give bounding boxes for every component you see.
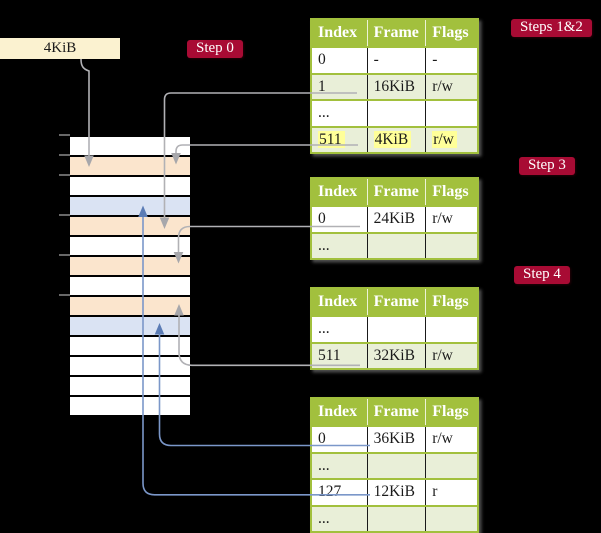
table-cell: 16KiB: [366, 72, 426, 100]
memory-frame-9-orange: [70, 297, 190, 317]
col-header-frame: Frame: [366, 178, 426, 206]
memory-frame-10-blue: [70, 317, 190, 337]
col-header-flags: Flags: [425, 288, 478, 316]
col-header-flags: Flags: [425, 19, 478, 47]
col-header-index: Index: [311, 19, 368, 47]
badge-step-3: Step 3: [519, 157, 575, 175]
table-row: ...: [311, 99, 478, 127]
memory-frame-11: [70, 337, 190, 357]
table-row: ...: [311, 315, 478, 343]
memory-frame-13: [70, 377, 190, 397]
table-cell: 511: [311, 341, 368, 369]
table-cell: -: [425, 46, 478, 74]
memory-frame-1: [70, 137, 190, 157]
memory-frame-8: [70, 277, 190, 297]
table-header-row: Index Frame Flags: [311, 398, 478, 426]
badge-step-4: Step 4: [514, 266, 570, 284]
table-cell: [366, 315, 426, 343]
table-cell: r/w: [425, 205, 478, 233]
table-cell: [366, 451, 426, 479]
col-header-frame: Frame: [366, 19, 426, 47]
table-cell: r/w: [425, 72, 478, 100]
col-header-flags: Flags: [425, 178, 478, 206]
table-cell: 0: [311, 425, 368, 453]
col-header-flags: Flags: [425, 398, 478, 426]
table-cell: [425, 451, 478, 479]
table-cell: 1: [311, 72, 368, 100]
table-row: 0--: [311, 46, 478, 74]
table-cell: [425, 231, 478, 259]
table-cell: [366, 99, 426, 127]
table-cell: -: [366, 46, 426, 74]
memory-frame-4-blue: [70, 197, 190, 217]
table-cell: r/w: [425, 341, 478, 369]
col-header-frame: Frame: [366, 398, 426, 426]
highlighted-value: 4KiB: [373, 130, 412, 148]
page-size-text: 4KiB: [43, 40, 77, 56]
memory-frame-5-orange: [70, 217, 190, 237]
table-cell: [425, 315, 478, 343]
table-cell: ...: [311, 504, 368, 532]
table-cell: ...: [311, 99, 368, 127]
table-cell: 36KiB: [366, 425, 426, 453]
table-cell: 0: [311, 46, 368, 74]
col-header-index: Index: [311, 398, 368, 426]
table-cell: ...: [311, 315, 368, 343]
physical-memory-column: [70, 135, 190, 417]
col-header-index: Index: [311, 288, 368, 316]
table-row: ...: [311, 451, 478, 479]
highlighted-value: 511: [318, 130, 345, 148]
table-cell: ...: [311, 451, 368, 479]
highlighted-value: r/w: [432, 130, 457, 148]
memory-frame-7-orange: [70, 257, 190, 277]
table-row: 511 4KiB r/w: [311, 125, 478, 153]
table-cell: [366, 504, 426, 532]
table-row: ...: [311, 504, 478, 532]
table-cell: [366, 231, 426, 259]
table-header-row: Index Frame Flags: [311, 288, 478, 316]
memory-frame-3: [70, 177, 190, 197]
badge-steps-1-2: Steps 1&2: [511, 19, 592, 37]
table-header-row: Index Frame Flags: [311, 19, 478, 47]
table-cell: ...: [311, 231, 368, 259]
col-header-frame: Frame: [366, 288, 426, 316]
table-cell: r/w: [425, 125, 478, 153]
table-cell: 0: [311, 205, 368, 233]
memory-frame-6: [70, 237, 190, 257]
table-cell: [425, 99, 478, 127]
memory-frame-12: [70, 357, 190, 377]
col-header-index: Index: [311, 178, 368, 206]
table-cell: [425, 504, 478, 532]
table-cell: 127: [311, 478, 368, 506]
table-cell: 511: [311, 125, 368, 153]
table-cell: r/w: [425, 425, 478, 453]
page-size-label: 4KiB: [0, 38, 120, 59]
table-cell: 12KiB: [366, 478, 426, 506]
memory-frame-14: [70, 397, 190, 417]
table-cell: 24KiB: [366, 205, 426, 233]
memory-frame-2-orange: [70, 157, 190, 177]
table-cell: 4KiB: [366, 125, 426, 153]
table-row: ...: [311, 231, 478, 259]
table-header-row: Index Frame Flags: [311, 178, 478, 206]
badge-step-0: Step 0: [187, 40, 243, 58]
table-cell: 32KiB: [366, 341, 426, 369]
memory-boundary-ticks: [59, 134, 70, 296]
table-cell: r: [425, 478, 478, 506]
